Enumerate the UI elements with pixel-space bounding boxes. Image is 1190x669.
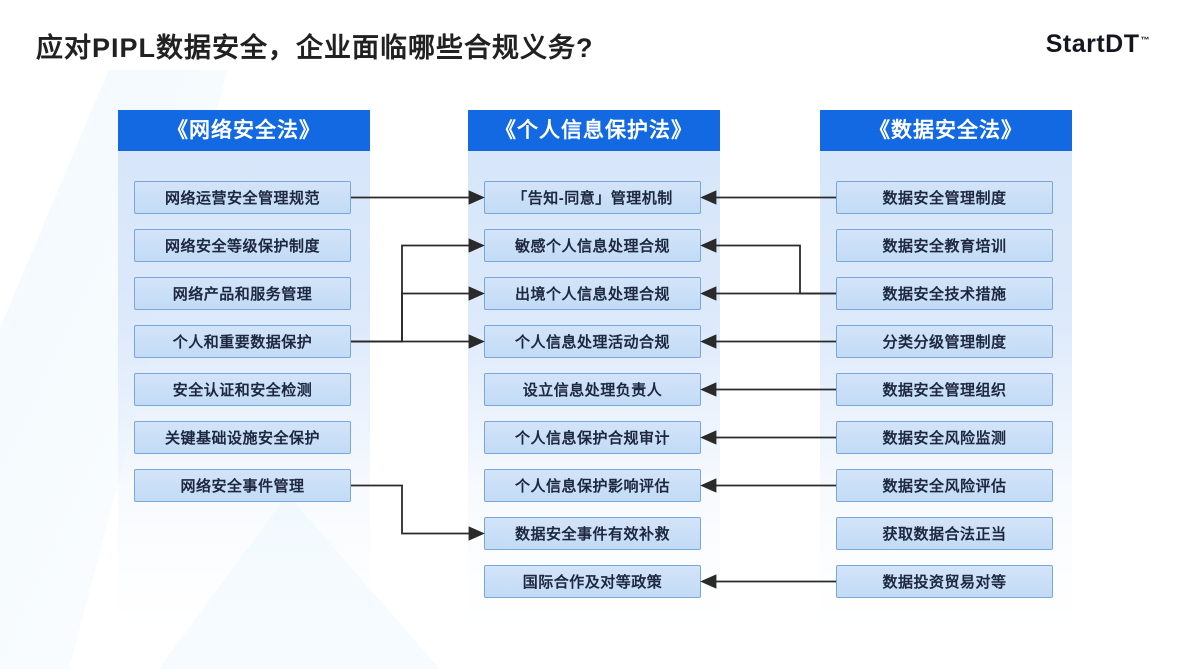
column-body: 「告知-同意」管理机制敏感个人信息处理合规出境个人信息处理合规个人信息处理活动合… — [468, 151, 720, 622]
pipl-item-8: 数据安全事件有效补救 — [484, 517, 701, 550]
column-header: 《数据安全法》 — [820, 110, 1072, 151]
trademark-symbol: ™ — [1140, 34, 1150, 45]
data-security-law-item-2: 数据安全教育培训 — [836, 229, 1053, 262]
startdt-logo-text: StartDT — [1045, 30, 1140, 58]
column-body: 数据安全管理制度数据安全教育培训数据安全技术措施分类分级管理制度数据安全管理组织… — [820, 151, 1072, 622]
page-title: 应对PIPL数据安全，企业面临哪些合规义务? — [36, 33, 594, 63]
data-security-law-item-5: 数据安全管理组织 — [836, 373, 1053, 406]
connector — [351, 484, 485, 541]
connector — [351, 238, 485, 343]
column-data-security-law: 《数据安全法》 数据安全管理制度数据安全教育培训数据安全技术措施分类分级管理制度… — [820, 110, 1072, 622]
cybersecurity-law-item-4: 个人和重要数据保护 — [134, 325, 351, 358]
column-body: 网络运营安全管理规范网络安全等级保护制度网络产品和服务管理个人和重要数据保护安全… — [118, 151, 370, 622]
data-security-law-item-6: 数据安全风险监测 — [836, 421, 1053, 454]
data-security-law-item-1: 数据安全管理制度 — [836, 181, 1053, 214]
column-header: 《网络安全法》 — [118, 110, 370, 151]
cybersecurity-law-item-6: 关键基础设施安全保护 — [134, 421, 351, 454]
column-cybersecurity-law: 《网络安全法》 网络运营安全管理规范网络安全等级保护制度网络产品和服务管理个人和… — [118, 110, 370, 622]
pipl-item-5: 设立信息处理负责人 — [484, 373, 701, 406]
cybersecurity-law-item-5: 安全认证和安全检测 — [134, 373, 351, 406]
column-pipl: 《个人信息保护法》 「告知-同意」管理机制敏感个人信息处理合规出境个人信息处理合… — [468, 110, 720, 622]
pipl-item-2: 敏感个人信息处理合规 — [484, 229, 701, 262]
pipl-item-9: 国际合作及对等政策 — [484, 565, 701, 598]
data-security-law-item-9: 数据投资贸易对等 — [836, 565, 1053, 598]
pipl-item-3: 出境个人信息处理合规 — [484, 277, 701, 310]
column-header: 《个人信息保护法》 — [468, 110, 720, 151]
cybersecurity-law-item-7: 网络安全事件管理 — [134, 469, 351, 502]
startdt-logo: StartDT™ — [1046, 30, 1150, 59]
connector — [351, 286, 485, 343]
connector — [700, 238, 836, 295]
cybersecurity-law-item-1: 网络运营安全管理规范 — [134, 181, 351, 214]
cybersecurity-law-item-3: 网络产品和服务管理 — [134, 277, 351, 310]
pipl-item-4: 个人信息处理活动合规 — [484, 325, 701, 358]
pipl-item-6: 个人信息保护合规审计 — [484, 421, 701, 454]
cybersecurity-law-item-2: 网络安全等级保护制度 — [134, 229, 351, 262]
pipl-item-1: 「告知-同意」管理机制 — [484, 181, 701, 214]
data-security-law-item-8: 获取数据合法正当 — [836, 517, 1053, 550]
data-security-law-item-7: 数据安全风险评估 — [836, 469, 1053, 502]
data-security-law-item-4: 分类分级管理制度 — [836, 325, 1053, 358]
pipl-item-7: 个人信息保护影响评估 — [484, 469, 701, 502]
data-security-law-item-3: 数据安全技术措施 — [836, 277, 1053, 310]
